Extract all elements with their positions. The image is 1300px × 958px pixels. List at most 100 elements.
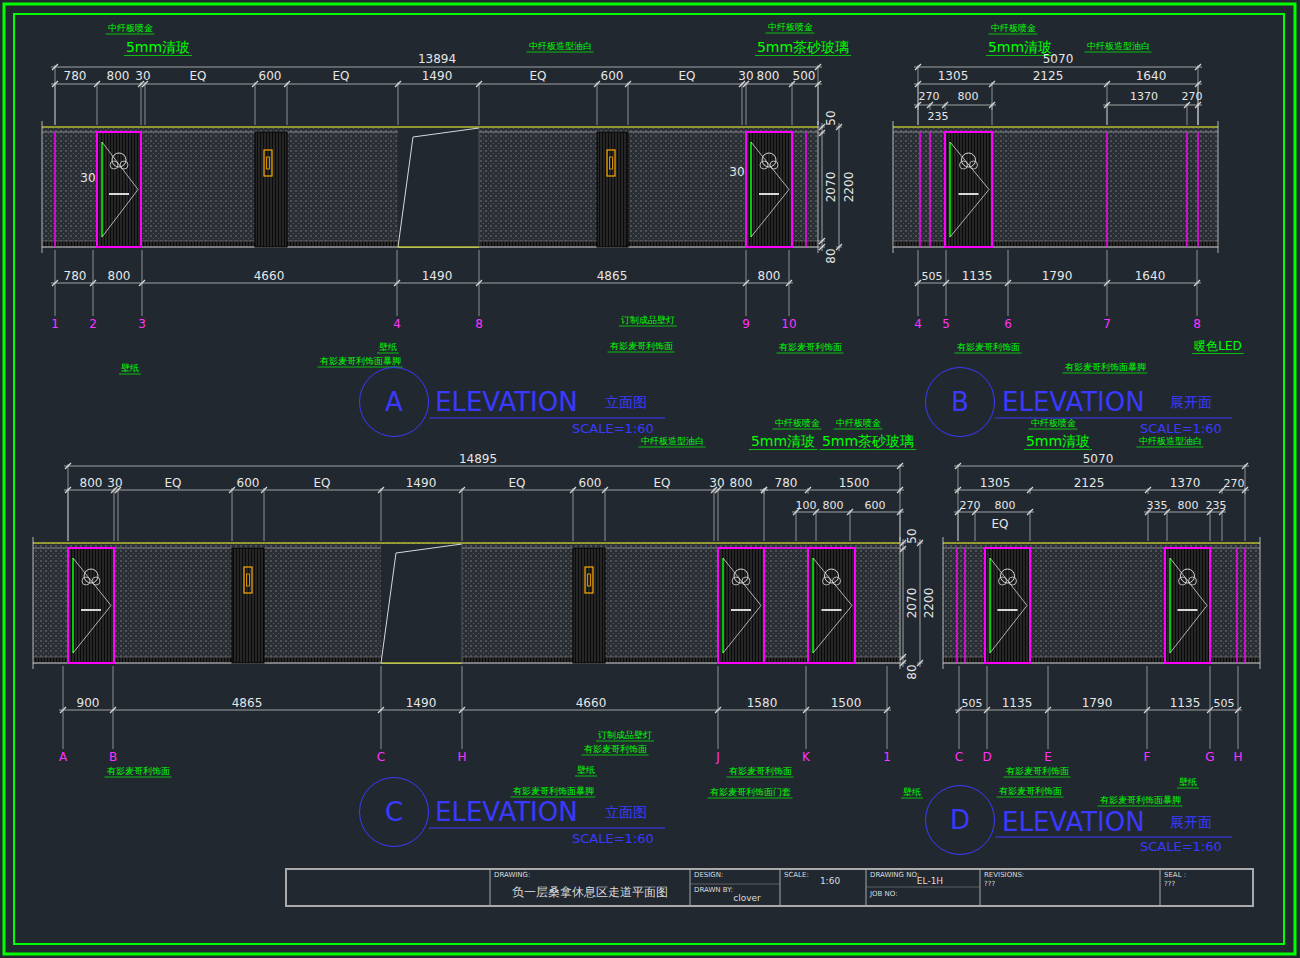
door-panel	[808, 548, 855, 663]
elevation-title: 展开面	[1170, 395, 1212, 409]
elevation-letter: C	[385, 799, 403, 825]
extension-line	[55, 82, 56, 125]
title-block-divider	[866, 887, 980, 888]
dimension-text: 235	[1206, 500, 1227, 511]
wall-finish	[33, 543, 900, 663]
dimension-line	[51, 283, 793, 284]
dimension-text: 4865	[232, 697, 263, 709]
dimension-text: 600	[259, 70, 282, 82]
door-sign	[959, 193, 979, 195]
skirting	[33, 657, 900, 663]
extension-line	[1030, 510, 1031, 541]
dimension-tick	[897, 487, 903, 493]
extension-line	[68, 488, 69, 541]
callout-underline	[608, 352, 675, 353]
dimension-tick	[786, 280, 792, 286]
door-glass	[750, 142, 752, 237]
dimension-tick	[252, 81, 258, 87]
extension-line	[113, 666, 114, 749]
dimension-line	[955, 710, 1242, 711]
extension-line	[1167, 510, 1168, 541]
dimension-text: 800	[757, 70, 780, 82]
door-ornament	[82, 577, 90, 585]
dimension-tick	[1027, 509, 1033, 515]
dimension-text: 505	[1214, 698, 1235, 709]
dimension-line	[954, 466, 1249, 467]
dimension-text: 270	[1224, 478, 1245, 489]
dimension-text: 4660	[576, 697, 607, 709]
callout-underline	[834, 429, 883, 430]
extension-line	[462, 666, 463, 749]
callout-underline	[1029, 429, 1078, 430]
ceiling-line	[893, 126, 1218, 127]
dimension-text: 4865	[597, 270, 628, 282]
dimension-text: 600	[601, 70, 624, 82]
dimension-text: EQ	[164, 477, 181, 489]
extension-line	[264, 488, 265, 541]
dimension-tick	[459, 707, 465, 713]
extension-line	[806, 666, 807, 749]
callout-underline	[997, 797, 1064, 798]
door-glass	[1169, 558, 1171, 653]
dimension-text: 270	[919, 91, 940, 102]
dimension-text: EQ	[189, 70, 206, 82]
extension-line	[900, 510, 901, 541]
extension-line	[796, 510, 797, 541]
door-ornament	[823, 577, 831, 585]
dimension-tick	[955, 487, 961, 493]
axis-number: 10	[781, 318, 796, 330]
dimension-text: 800	[80, 477, 103, 489]
axis-number: C	[377, 751, 385, 763]
door-swing	[990, 558, 1027, 653]
dimension-text: 800	[730, 477, 753, 489]
material-callout: 订制成品壁灯	[621, 316, 675, 325]
extension-line	[1245, 464, 1246, 541]
dimension-text: 2200	[923, 588, 935, 619]
dimension-text: 1370	[1130, 91, 1158, 102]
dimension-text: 50	[825, 110, 837, 125]
callout-underline	[708, 798, 793, 799]
door-glass	[72, 558, 74, 653]
door-ornament	[1189, 577, 1197, 585]
extension-line	[398, 82, 399, 125]
extension-line	[381, 488, 382, 541]
door-swing	[102, 142, 138, 237]
material-callout: 有影麦哥利饰面暴脚	[320, 357, 401, 366]
door-panel	[985, 548, 1030, 663]
extension-line	[887, 666, 888, 749]
dimension-tick	[229, 487, 235, 493]
scale-note: SCALE=1:60	[1140, 840, 1222, 853]
material-callout: 中纤板喷金	[775, 419, 820, 428]
dimension-tick	[1184, 102, 1190, 108]
extension-line	[987, 666, 988, 749]
extension-line	[958, 510, 959, 541]
material-callout: 中纤板喷金	[1031, 419, 1076, 428]
dimension-tick	[884, 707, 890, 713]
extension-line	[1238, 666, 1239, 749]
callout-underline	[1137, 447, 1204, 448]
extension-line	[141, 82, 142, 125]
callout-underline	[106, 34, 155, 35]
material-callout: 有影麦哥利饰面暴脚	[513, 787, 594, 796]
callout-underline	[596, 741, 654, 742]
material-callout: 有影麦哥利饰面	[610, 342, 673, 351]
wall-finish	[42, 127, 818, 247]
dimension-text: 1370	[1170, 477, 1201, 489]
extension-line	[55, 65, 56, 125]
dimension-tick	[52, 280, 58, 286]
break-line	[893, 121, 894, 253]
callout-underline	[575, 776, 597, 777]
dimension-tick	[743, 280, 749, 286]
extension-line	[68, 464, 69, 541]
dimension-tick	[897, 509, 903, 515]
skirting	[893, 241, 1218, 247]
material-callout: 壁纸	[1179, 778, 1197, 787]
axis-number: D	[982, 751, 991, 763]
wall-lamp	[264, 150, 272, 176]
floor-line	[42, 247, 818, 248]
extension-line	[900, 464, 901, 541]
material-callout: 中纤板喷金	[991, 24, 1036, 33]
door-panel	[746, 132, 792, 247]
door-ornament	[84, 569, 98, 583]
